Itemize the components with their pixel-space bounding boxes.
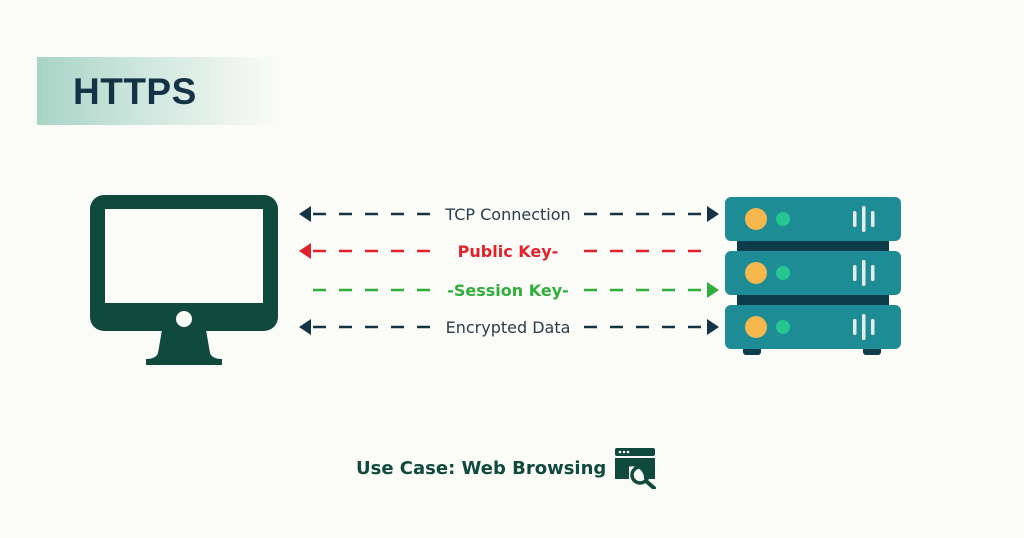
flow-public-key: Public Key-	[299, 242, 707, 261]
led-green	[776, 212, 790, 226]
flow-encrypted-data: Encrypted Data	[299, 318, 719, 337]
monitor-power-button	[176, 311, 192, 327]
led-orange	[745, 262, 767, 284]
monitor-stand	[146, 330, 222, 365]
server-unit	[725, 251, 901, 295]
arrow-left-icon	[299, 206, 311, 222]
flow-label: TCP Connection	[444, 205, 570, 224]
flow-label: Encrypted Data	[446, 318, 571, 337]
arrow-left-icon	[299, 319, 311, 335]
flow-label: -Session Key-	[447, 281, 569, 300]
monitor-screen	[105, 209, 263, 303]
arrow-right-icon	[707, 206, 719, 222]
arrow-left-icon	[299, 243, 311, 259]
title-banner: HTTPS	[37, 57, 277, 125]
use-case-footer: Use Case: Web Browsing	[356, 448, 658, 489]
flow-tcp-connection: TCP Connection	[299, 205, 719, 224]
led-green	[776, 320, 790, 334]
arrow-right-icon	[707, 319, 719, 335]
use-case-label: Use Case: Web Browsing	[356, 457, 607, 479]
led-orange	[745, 316, 767, 338]
web-browsing-search-icon	[615, 448, 657, 489]
arrow-right-icon	[707, 282, 719, 298]
page-title: HTTPS	[73, 71, 197, 112]
led-green	[776, 266, 790, 280]
flow-session-key: -Session Key-	[313, 281, 719, 300]
monitor-icon	[90, 195, 278, 365]
server-unit	[725, 305, 901, 349]
server-rack-icon	[725, 197, 901, 355]
server-unit	[725, 197, 901, 241]
led-orange	[745, 208, 767, 230]
flow-label: Public Key-	[458, 242, 559, 261]
